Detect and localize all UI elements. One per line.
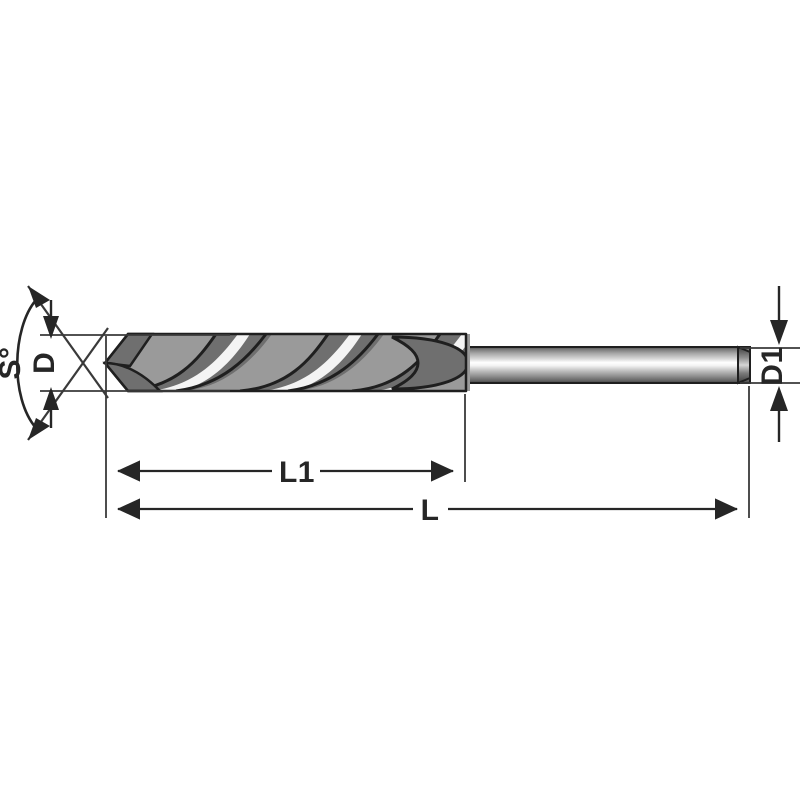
shank-diameter-label: D1	[756, 346, 789, 385]
angle-arrowhead-upper	[28, 286, 50, 308]
shank-end-chamfer	[737, 345, 751, 385]
d1-arrowhead-top	[770, 320, 788, 345]
drill-bit-part	[102, 332, 751, 393]
overall-length-label: L	[421, 494, 440, 527]
flute-helix-group	[127, 334, 465, 391]
dimension-overall-length: L	[116, 494, 739, 527]
flute-length-label: L1	[279, 456, 315, 489]
point-angle-label: S°	[0, 346, 27, 379]
flute-edge-2a	[239, 334, 330, 391]
flute-highlight-2	[262, 334, 362, 391]
d-arrowhead-top	[43, 316, 59, 339]
d1-arrowhead-bottom	[770, 386, 788, 411]
dimension-flute-length: L1	[116, 456, 455, 489]
flute-runout	[391, 335, 465, 391]
length-extension-lines	[105, 336, 750, 518]
dimension-flute-diameter: D	[28, 300, 230, 428]
dimension-shank-diameter: D1	[740, 286, 800, 442]
d-arrowhead-bottom	[43, 387, 59, 410]
angle-arrowhead-lower	[28, 418, 50, 440]
flute-highlight-1	[150, 334, 250, 391]
flute-diameter-label: D	[28, 352, 61, 374]
drill-shank	[461, 345, 751, 385]
dimension-point-angle: S°	[0, 285, 109, 441]
angle-arc	[16, 299, 37, 429]
flute-edge-2b	[287, 334, 380, 391]
flute-edge-1b	[175, 334, 268, 391]
flute-body-outline	[103, 332, 468, 393]
shank-cylinder	[461, 346, 751, 384]
drill-fluted-body	[102, 332, 470, 393]
